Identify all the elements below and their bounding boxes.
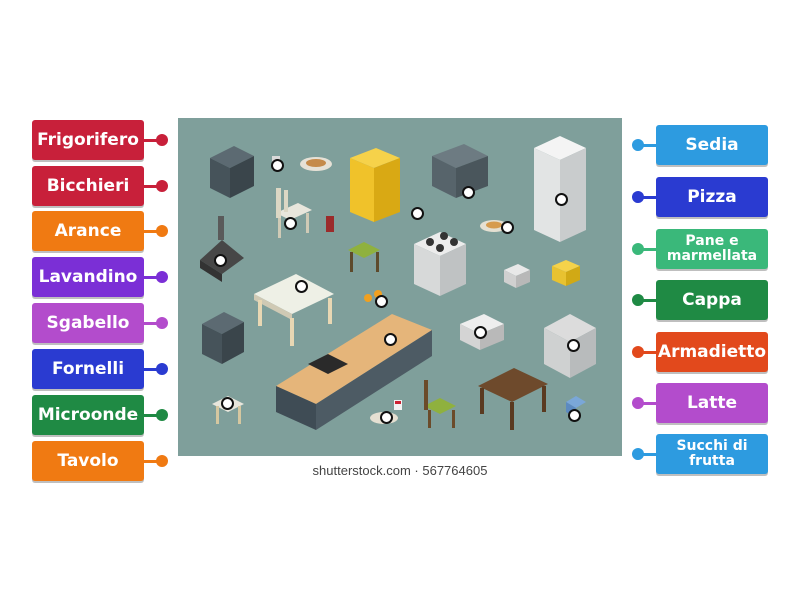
hotspot-hood[interactable] bbox=[214, 254, 227, 267]
label-pin[interactable] bbox=[156, 317, 168, 329]
cabinet-illustration bbox=[210, 146, 254, 198]
draggable-label[interactable]: Sgabello bbox=[32, 303, 144, 343]
table-illustration bbox=[254, 274, 334, 346]
draggable-label[interactable]: Pane e marmellata bbox=[656, 229, 768, 269]
label-pin[interactable] bbox=[632, 243, 644, 255]
hotspot-milk[interactable] bbox=[380, 411, 393, 424]
hotspot-stool[interactable] bbox=[221, 397, 234, 410]
hotspot-sink[interactable] bbox=[384, 333, 397, 346]
hotspot-juice-box[interactable] bbox=[568, 409, 581, 422]
label-pin[interactable] bbox=[156, 271, 168, 283]
kitchen-illustration bbox=[200, 136, 596, 430]
label-connector bbox=[144, 460, 162, 463]
hotspot-white-fridge[interactable] bbox=[555, 193, 568, 206]
stool-illustration bbox=[348, 242, 380, 272]
label-connector bbox=[638, 453, 656, 456]
hotspot-table[interactable] bbox=[295, 280, 308, 293]
label-pin[interactable] bbox=[632, 346, 644, 358]
label-pin[interactable] bbox=[632, 448, 644, 460]
draggable-label[interactable]: Fornelli bbox=[32, 349, 144, 389]
label-pin[interactable] bbox=[156, 180, 168, 192]
label-pin[interactable] bbox=[632, 294, 644, 306]
hood-illustration bbox=[200, 216, 244, 282]
label-connector bbox=[144, 185, 162, 188]
white-fridge-illustration bbox=[534, 136, 586, 242]
kitchen-scene-image bbox=[178, 118, 622, 456]
draggable-label[interactable]: Bicchieri bbox=[32, 166, 144, 206]
label-connector bbox=[638, 299, 656, 302]
label-connector bbox=[144, 139, 162, 142]
draggable-label[interactable]: Tavolo bbox=[32, 441, 144, 481]
hotspot-microwave-white[interactable] bbox=[474, 326, 487, 339]
label-pin[interactable] bbox=[632, 139, 644, 151]
hotspot-oranges[interactable] bbox=[375, 295, 388, 308]
draggable-label[interactable]: Cappa bbox=[656, 280, 768, 320]
label-pin[interactable] bbox=[156, 363, 168, 375]
hotspot-pizza[interactable] bbox=[271, 159, 284, 172]
hotspot-juice[interactable] bbox=[411, 207, 424, 220]
label-connector bbox=[144, 276, 162, 279]
hotspot-chair[interactable] bbox=[284, 217, 297, 230]
label-connector bbox=[638, 402, 656, 405]
hotspot-bread[interactable] bbox=[501, 221, 514, 234]
label-connector bbox=[144, 414, 162, 417]
draggable-label[interactable]: Latte bbox=[656, 383, 768, 423]
label-pin[interactable] bbox=[156, 455, 168, 467]
kitchen-counter-illustration bbox=[276, 314, 432, 430]
label-pin[interactable] bbox=[156, 409, 168, 421]
label-connector bbox=[638, 351, 656, 354]
label-connector bbox=[638, 248, 656, 251]
yellow-fridge-illustration bbox=[350, 148, 400, 222]
draggable-label[interactable]: Microonde bbox=[32, 395, 144, 435]
image-caption: shutterstock.com · 567764605 bbox=[312, 463, 488, 478]
draggable-label[interactable]: Sedia bbox=[656, 125, 768, 165]
label-connector bbox=[144, 230, 162, 233]
label-pin[interactable] bbox=[156, 134, 168, 146]
hotspot-oven[interactable] bbox=[567, 339, 580, 352]
label-connector bbox=[638, 196, 656, 199]
microwave-illustration bbox=[432, 144, 488, 198]
draggable-label[interactable]: Succhi di frutta bbox=[656, 434, 768, 474]
stove-illustration bbox=[414, 232, 466, 296]
draggable-label[interactable]: Frigorifero bbox=[32, 120, 144, 160]
label-pin[interactable] bbox=[632, 191, 644, 203]
label-connector bbox=[144, 322, 162, 325]
draggable-label[interactable]: Pizza bbox=[656, 177, 768, 217]
draggable-label[interactable]: Armadietto bbox=[656, 332, 768, 372]
label-connector bbox=[144, 368, 162, 371]
chair-illustration bbox=[276, 188, 312, 238]
label-pin[interactable] bbox=[632, 397, 644, 409]
hotspot-microwave-top[interactable] bbox=[462, 186, 475, 199]
draggable-label[interactable]: Lavandino bbox=[32, 257, 144, 297]
label-pin[interactable] bbox=[156, 225, 168, 237]
label-connector bbox=[638, 144, 656, 147]
draggable-label[interactable]: Arance bbox=[32, 211, 144, 251]
